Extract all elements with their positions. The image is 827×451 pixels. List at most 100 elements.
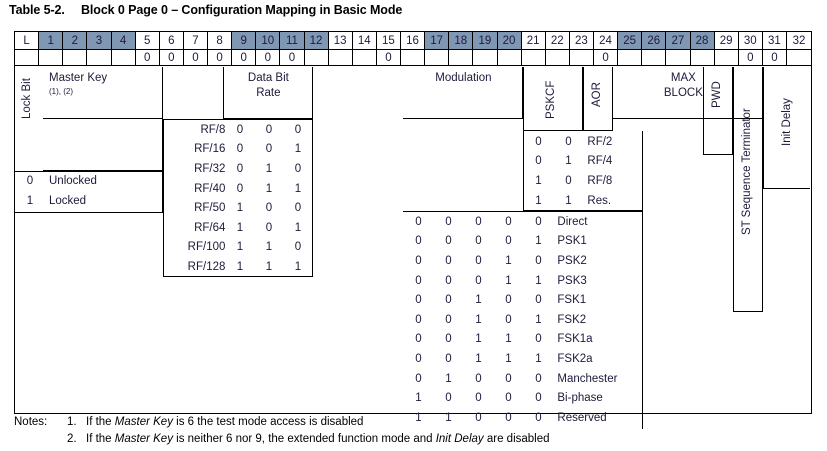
lock-bit-label: Lock Bit <box>21 78 33 120</box>
header-cell-bit-20: 20 <box>497 32 522 49</box>
modulation-bit: 0 <box>535 215 542 228</box>
table-number: Table 5-2. <box>9 3 65 17</box>
value-cell-bit-18 <box>449 49 474 65</box>
modulation-values-box <box>403 211 644 429</box>
rate-bit: 0 <box>294 162 302 175</box>
modulation-bit: 0 <box>415 274 422 287</box>
modulation-row: 0 0 0 0 1 PSK1 <box>403 232 643 252</box>
header-cell-bit-28: 28 <box>690 32 715 49</box>
modulation-bit: 0 <box>505 392 512 405</box>
note-text: If the Master Key is 6 the test mode acc… <box>86 416 364 428</box>
data-bit-rate-row: RF/100 1 1 0 <box>163 238 313 258</box>
pskcf-row: 1 1 Res. <box>523 191 643 211</box>
rate-name: RF/8 <box>200 123 226 136</box>
modulation-bit: 0 <box>415 313 422 326</box>
modulation-row: 1 0 0 0 0 Bi-phase <box>403 388 643 408</box>
modulation-bit: 0 <box>475 254 482 267</box>
modulation-bit: 1 <box>415 392 422 405</box>
modulation-bit: 0 <box>445 254 452 267</box>
modulation-bit: 0 <box>475 411 482 424</box>
header-cell-bit-8: 8 <box>208 32 233 49</box>
value-cell-bit-22 <box>545 49 570 65</box>
header-cell-bit-10: 10 <box>256 32 281 49</box>
pskcf-name: RF/8 <box>587 174 613 187</box>
modulation-bit: 1 <box>475 333 482 346</box>
modulation-bit: 1 <box>475 294 482 307</box>
modulation-bit: 0 <box>445 294 452 307</box>
value-cell-bit-11: 0 <box>280 49 305 65</box>
rate-bit: 0 <box>294 241 302 254</box>
rate-name: RF/128 <box>187 260 226 273</box>
aor-header-box <box>583 67 614 131</box>
modulation-bit: 1 <box>505 333 512 346</box>
st-sequence-terminator-box <box>733 67 764 312</box>
modulation-bit: 0 <box>505 411 512 424</box>
value-cell-bit-6: 0 <box>159 49 184 65</box>
modulation-name: Manchester <box>557 372 618 385</box>
value-cell-bit-29 <box>714 49 739 65</box>
rate-bit: 1 <box>265 162 273 175</box>
pskcf-header-box <box>523 67 584 131</box>
modulation-name: PSK3 <box>557 274 587 287</box>
modulation-bit: 1 <box>535 313 542 326</box>
note-item: 2. If the Master Key is neither 6 nor 9,… <box>14 433 814 450</box>
modulation-name: Direct <box>557 215 588 228</box>
rate-bit: 0 <box>294 123 302 136</box>
modulation-bit: 1 <box>475 352 482 365</box>
note-item: Notes: 1. If the Master Key is 6 the tes… <box>14 416 814 433</box>
modulation-row: 1 1 0 0 0 Reserved <box>403 408 643 428</box>
value-cell-bit-1 <box>39 49 64 65</box>
pskcf-row: 1 0 RF/8 <box>523 171 643 191</box>
header-cell-bit-25: 25 <box>618 32 643 49</box>
modulation-bit: 1 <box>505 274 512 287</box>
value-cell-bit-21 <box>521 49 546 65</box>
value-cell-bit-27 <box>666 49 691 65</box>
modulation-row: 0 0 1 0 1 FSK2 <box>403 310 643 330</box>
rate-name: RF/64 <box>194 221 226 234</box>
data-bit-rate-row: RF/50 1 0 0 <box>163 198 313 218</box>
header-cell-bit-4: 4 <box>111 32 136 49</box>
modulation-bit: 0 <box>415 215 422 228</box>
modulation-row: 0 0 1 1 1 FSK2a <box>403 349 643 369</box>
data-bit-rate-values-box <box>163 119 314 277</box>
value-cell-bit-17 <box>425 49 450 65</box>
modulation-bit: 0 <box>505 372 512 385</box>
lock-bit-code: 1 <box>26 194 34 207</box>
data-bit-rate-label-line2: Rate <box>256 87 281 99</box>
modulation-bit: 0 <box>445 392 452 405</box>
rate-bit: 1 <box>265 182 273 195</box>
modulation-name: FSK2 <box>557 313 587 326</box>
modulation-bit: 1 <box>475 313 482 326</box>
master-key-label: Master Key <box>49 72 108 84</box>
modulation-bit: 0 <box>535 254 542 267</box>
header-cell-bit-9: 9 <box>232 32 257 49</box>
modulation-name: PSK2 <box>557 254 587 267</box>
value-cell-bit-10: 0 <box>256 49 281 65</box>
header-cell-bit-19: 19 <box>473 32 498 49</box>
modulation-name: FSK2a <box>557 352 593 365</box>
rate-name: RF/32 <box>194 162 226 175</box>
modulation-bit: 0 <box>445 352 452 365</box>
modulation-name: FSK1 <box>557 294 587 307</box>
modulation-row: 0 0 0 1 1 PSK3 <box>403 271 643 291</box>
value-cell-bit-3 <box>87 49 112 65</box>
lock-bit-code: 0 <box>26 174 34 187</box>
value-cell-bit-20 <box>497 49 522 65</box>
modulation-bit: 1 <box>535 274 542 287</box>
pskcf-label: PSKCF <box>545 80 557 120</box>
modulation-bit: 0 <box>445 333 452 346</box>
data-bit-rate-header-box <box>223 67 314 119</box>
modulation-label: Modulation <box>435 72 492 84</box>
modulation-bit: 0 <box>505 235 512 248</box>
pskcf-bit: 1 <box>565 194 572 207</box>
header-cell-bit-29: 29 <box>715 32 739 49</box>
header-cell-bit-17: 17 <box>425 32 450 49</box>
header-cell-bit-22: 22 <box>546 32 570 49</box>
value-cell-bit-32 <box>787 49 811 65</box>
lock-bit-value-row: 1 Locked <box>15 191 163 211</box>
header-cell-bit-30: 30 <box>739 32 763 49</box>
rate-bit: 0 <box>294 202 302 215</box>
header-cell-bit-18: 18 <box>449 32 474 49</box>
rate-bit: 0 <box>236 123 244 136</box>
pskcf-row: 0 1 RF/4 <box>523 152 643 172</box>
